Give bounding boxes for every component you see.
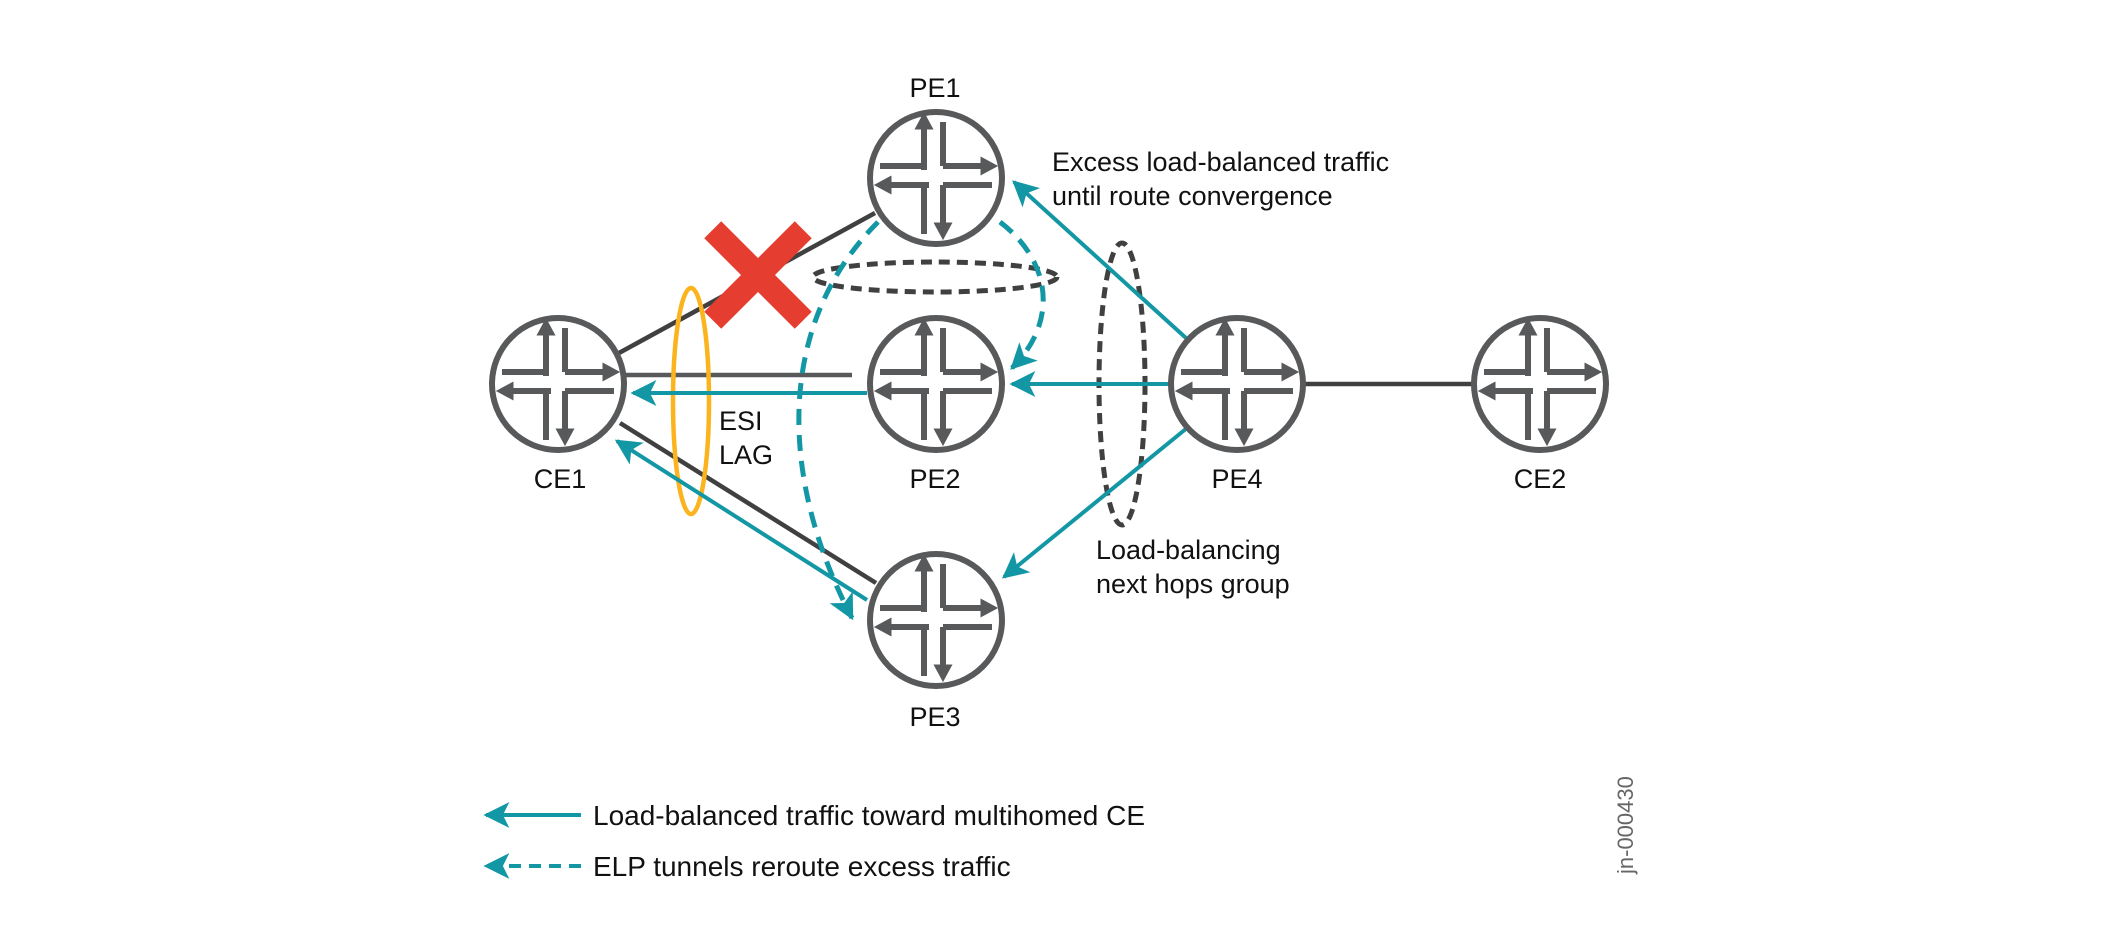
elp-tunnel-pe1-pe2: [998, 220, 1046, 370]
router-ce2[interactable]: [1474, 318, 1606, 450]
legend: Load-balanced traffic toward multihomed …: [483, 800, 1145, 882]
router-icon: [492, 318, 624, 450]
label-pe2: PE2: [909, 464, 960, 494]
flow-pe3-ce1: [614, 439, 869, 602]
lb-group-annotation-line2: next hops group: [1096, 569, 1290, 599]
router-pe1[interactable]: [870, 112, 1002, 244]
flow-pe4-pe3: [1001, 426, 1189, 579]
excess-traffic-annotation-line1: Excess load-balanced traffic: [1052, 147, 1389, 177]
router-icon: [870, 112, 1002, 244]
router-icon: [1171, 318, 1303, 450]
esi-lag-ellipse: [670, 285, 712, 517]
router-icon: [1474, 318, 1606, 450]
lag-label: LAG: [719, 440, 773, 470]
document-id: jn-000430: [1613, 776, 1638, 875]
pe-group-ellipse: [810, 259, 1060, 295]
flow-pe4-pe1: [1012, 180, 1188, 340]
router-pe4[interactable]: [1171, 318, 1303, 450]
elp-tunnel-pe1-pe3: [796, 220, 880, 621]
label-ce2: CE2: [1514, 464, 1567, 494]
link-ce1-pe3: [618, 421, 878, 585]
label-ce1: CE1: [534, 464, 587, 494]
router-pe3[interactable]: [870, 554, 1002, 686]
label-pe3: PE3: [909, 702, 960, 732]
red-x-icon: [704, 221, 812, 329]
legend-solid-label: Load-balanced traffic toward multihomed …: [593, 800, 1145, 831]
label-pe4: PE4: [1211, 464, 1262, 494]
esi-label: ESI: [719, 406, 763, 436]
router-ce1[interactable]: [492, 318, 624, 450]
legend-dashed-label: ELP tunnels reroute excess traffic: [593, 851, 1011, 882]
router-pe2[interactable]: [870, 318, 1002, 450]
lb-group-annotation-line1: Load-balancing: [1096, 535, 1281, 565]
router-icon: [870, 554, 1002, 686]
label-pe1: PE1: [909, 73, 960, 103]
router-icon: [870, 318, 1002, 450]
excess-traffic-annotation-line2: until route convergence: [1052, 181, 1333, 211]
